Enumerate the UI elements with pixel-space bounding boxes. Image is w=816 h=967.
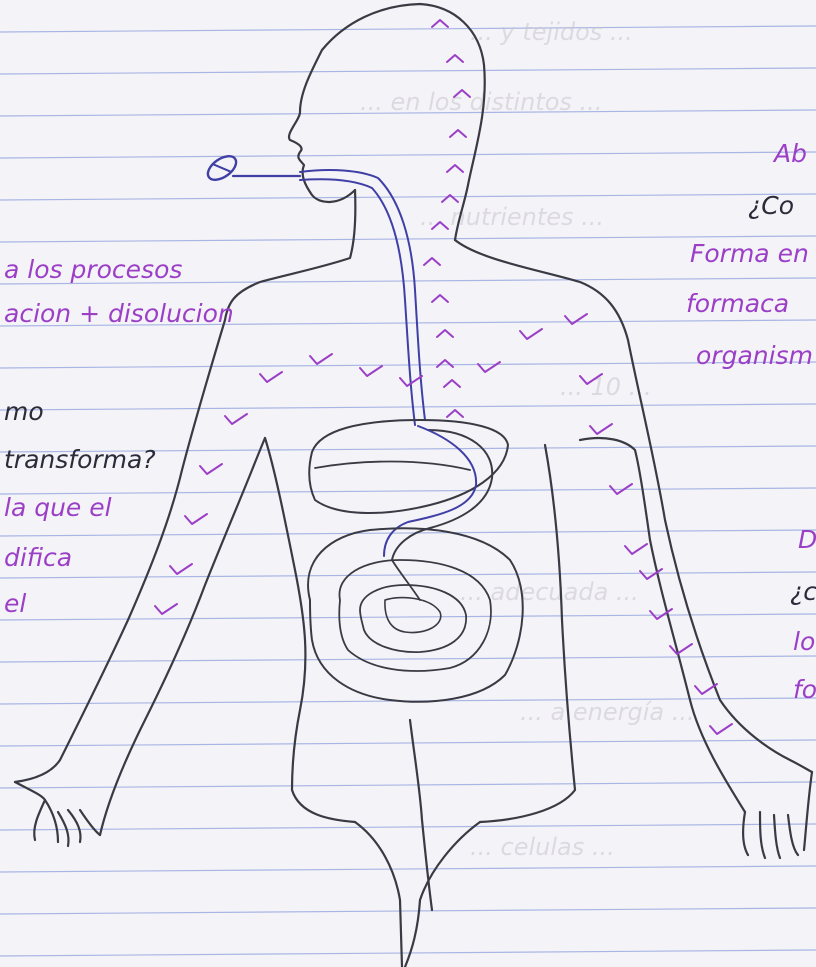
rule-line xyxy=(0,950,816,956)
check-mark-icon xyxy=(155,604,177,614)
left-note-4: la que el xyxy=(4,493,112,522)
chevron-mark xyxy=(447,165,463,172)
rule-line xyxy=(0,488,816,494)
rectum-line xyxy=(410,720,432,910)
rule-line xyxy=(0,362,816,368)
svg-text:... celulas ...: ... celulas ... xyxy=(470,833,615,861)
right-note-7: lo xyxy=(793,627,815,656)
duodenum xyxy=(392,560,420,600)
rule-line xyxy=(0,194,816,200)
chevron-mark xyxy=(437,330,453,337)
esophagus xyxy=(300,170,425,420)
liver xyxy=(309,420,508,513)
right-note-8: fo xyxy=(793,675,816,704)
rule-line xyxy=(0,404,816,410)
svg-text:... en los distintos ...: ... en los distintos ... xyxy=(360,88,602,116)
rule-line xyxy=(0,866,816,872)
right-torso xyxy=(480,445,575,822)
small-intestine-1 xyxy=(339,560,491,671)
right-hand xyxy=(743,772,812,858)
left-note-5: difica xyxy=(4,543,72,572)
rule-line xyxy=(0,824,816,830)
svg-text:... a energía ...: ... a energía ... xyxy=(520,698,695,726)
rule-line xyxy=(0,530,816,536)
rule-line xyxy=(0,68,816,74)
check-mark-icon xyxy=(520,329,542,339)
small-intestine-3 xyxy=(385,598,441,633)
rule-line xyxy=(0,572,816,578)
right-note-0: Ab xyxy=(772,139,807,168)
esophagus-inner xyxy=(300,179,415,425)
check-mark-icon xyxy=(670,644,692,654)
left-note-2: mo xyxy=(4,397,44,426)
faint-background-writing: ... y tejidos ... ... en los distintos .… xyxy=(360,18,695,861)
digestive-system xyxy=(233,170,523,702)
rule-line xyxy=(0,656,816,662)
right-note-4: organism xyxy=(696,341,813,370)
check-mark-icon xyxy=(170,564,192,574)
check-mark-icon xyxy=(185,514,207,524)
chevron-mark xyxy=(437,360,453,367)
check-mark-icon xyxy=(200,464,222,474)
svg-text:... y tejidos ...: ... y tejidos ... xyxy=(470,18,633,46)
human-body-outline xyxy=(15,4,812,967)
right-inner-arm xyxy=(580,438,745,812)
left-note-6: el xyxy=(4,589,26,618)
rule-line xyxy=(0,152,816,158)
check-mark-icon xyxy=(360,366,382,376)
left-note-3: transforma? xyxy=(4,445,156,474)
left-note-1: acion + disolucion xyxy=(4,299,234,328)
check-mark-icon xyxy=(478,362,500,372)
check-mark-icon xyxy=(310,354,332,364)
right-note-1: ¿Co xyxy=(748,191,794,220)
right-note-5: D xyxy=(798,525,816,554)
notebook-rule-lines xyxy=(0,26,816,956)
left-note-0: a los procesos xyxy=(4,255,182,284)
check-mark-icon xyxy=(695,684,717,694)
check-mark-icon xyxy=(225,414,247,424)
chevron-mark xyxy=(447,55,463,62)
check-mark-icon xyxy=(710,724,732,734)
right-note-2: Forma en xyxy=(690,239,809,268)
left-hand xyxy=(15,782,100,846)
left-inner-arm xyxy=(100,438,265,835)
right-note-6: ¿c xyxy=(790,577,816,606)
rule-line xyxy=(0,782,816,788)
check-mark-icon xyxy=(590,424,612,434)
svg-text:... nutrientes ...: ... nutrientes ... xyxy=(420,203,604,231)
chevron-mark xyxy=(424,258,440,265)
check-mark-icon xyxy=(260,372,282,382)
pelvis-outline xyxy=(355,822,480,967)
right-note-3: formaca xyxy=(686,289,789,318)
check-mark-icon xyxy=(625,544,647,554)
rule-line xyxy=(0,908,816,914)
right-margin-notes: Ab ¿CoForma en formaca organismD ¿c lo fo xyxy=(686,139,816,704)
right-shoulder-arm xyxy=(455,240,812,772)
chevron-mark xyxy=(432,20,448,27)
liver-lobe-line xyxy=(315,462,470,471)
rule-line xyxy=(0,614,816,620)
chevron-mark xyxy=(450,130,466,137)
left-margin-notes: a los procesos acion + disolucion mo transf… xyxy=(4,255,234,618)
chevron-mark xyxy=(432,295,448,302)
chevron-mark xyxy=(447,410,463,417)
small-intestine-2 xyxy=(360,585,466,652)
rule-line xyxy=(0,26,816,32)
rule-line xyxy=(0,740,816,746)
chevron-mark xyxy=(444,380,460,387)
check-mark-icon xyxy=(565,314,587,324)
